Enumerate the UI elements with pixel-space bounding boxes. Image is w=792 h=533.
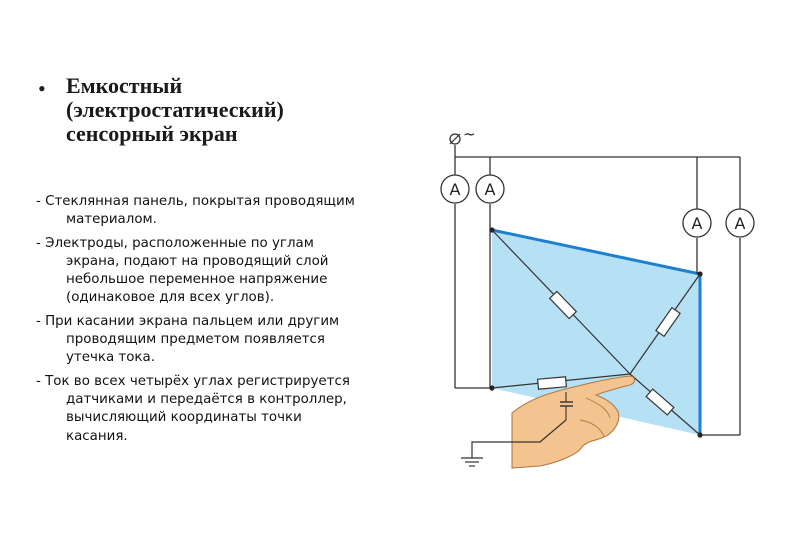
text-line: (одинаковое для всех углов). <box>66 290 275 306</box>
glass-top-edge <box>491 228 701 276</box>
resistor-top-left <box>548 290 578 320</box>
text-line: - Стеклянная панель, покрытая проводящим <box>36 194 355 209</box>
text-line: - Электроды, расположенные по углам <box>36 235 314 251</box>
ammeter-right-outer: A <box>725 208 755 238</box>
ammeter-label: A <box>735 214 746 233</box>
ammeter-top-left-inner: A <box>475 174 505 204</box>
title-block: • Емкостный (электростатический) сенсорн… <box>38 74 368 146</box>
paragraph-touch: - При касании экрана пальцем или другим … <box>36 313 421 368</box>
text-line: проводящим предметом появляется <box>66 332 325 348</box>
title-line-2: (электростатический) <box>66 97 284 122</box>
ground-icon <box>461 419 567 467</box>
resistor-top-right <box>655 306 681 338</box>
paragraph-current: - Ток во всех четырёх углах регистрирует… <box>36 373 421 446</box>
text-line: - Ток во всех четырёх углах регистрирует… <box>36 373 350 389</box>
title-bullet: • <box>38 76 46 101</box>
ammeter-label: A <box>485 180 496 199</box>
paragraph-electrodes: - Электроды, расположенные по углам экра… <box>36 235 421 308</box>
text-line: материалом. <box>66 212 157 228</box>
supply-wires <box>454 145 741 436</box>
text-line: утечка тока. <box>66 350 155 366</box>
text-line: касания. <box>66 428 128 444</box>
ammeter-right-inner: A <box>682 208 712 238</box>
text-line: датчиками и передаётся в контроллер, <box>66 391 347 407</box>
ammeter-top-left-outer: A <box>440 174 470 204</box>
ammeter-label: A <box>450 180 461 199</box>
title-line-3: сенсорный экран <box>66 121 238 146</box>
slide-title: Емкостный (электростатический) сенсорный… <box>66 74 368 146</box>
finger-hand-icon <box>511 375 636 469</box>
text-line: вычисляющий координаты точки <box>66 410 302 426</box>
text-line: небольшое переменное напряжение <box>66 272 328 288</box>
text-line: экрана, подают на проводящий слой <box>66 253 329 269</box>
ac-source-icon: ~ <box>449 125 476 145</box>
ammeter-label: A <box>692 214 703 233</box>
resistor-bottom-right <box>645 388 675 416</box>
title-line-1: Емкостный <box>66 73 183 98</box>
paragraph-glass-panel: - Стеклянная панель, покрытая проводящим… <box>36 193 421 230</box>
text-line: - При касании экрана пальцем или другим <box>36 313 340 329</box>
description-text: - Стеклянная панель, покрытая проводящим… <box>36 193 421 451</box>
svg-text:~: ~ <box>463 125 476 143</box>
resistor-bottom-left <box>536 376 568 390</box>
